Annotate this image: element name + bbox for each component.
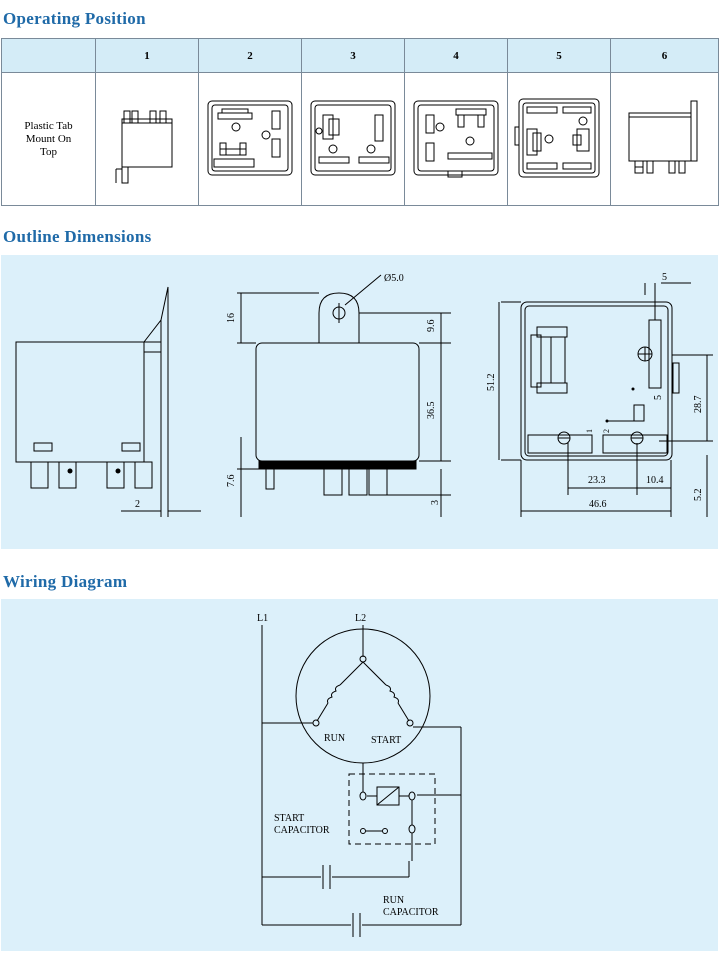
- column-header: 4: [404, 38, 508, 73]
- start-capacitor-label-line1: START: [274, 813, 304, 824]
- section-title-wiring-diagram: Wiring Diagram: [3, 572, 128, 591]
- wiring-l2-label: L2: [355, 613, 366, 624]
- column-header: 3: [301, 38, 405, 73]
- dim-5-2: 5.2: [693, 489, 704, 502]
- wiring-l1-label: L1: [257, 613, 268, 624]
- position-3-cell: [301, 72, 405, 206]
- dim-23-3: 23.3: [588, 475, 606, 486]
- position-6-cell: [610, 72, 719, 206]
- position-2-cell: [198, 72, 302, 206]
- position-5-cell: [507, 72, 611, 206]
- dim-tab-hole: Ø5.0: [384, 273, 404, 284]
- run-capacitor-label-line1: RUN: [383, 895, 404, 906]
- outline-dimensions-drawing: Ø5.0 16 9.6 36.5 7.6 3 2 51.2 5 5 28.7 2…: [15, 272, 713, 517]
- wiring-run-label: RUN: [324, 733, 345, 744]
- dim-28-7: 28.7: [693, 396, 704, 414]
- table-row: Plastic Tab Mount On Top: [1, 72, 719, 206]
- dim-10-4: 10.4: [646, 475, 664, 486]
- wiring-diagram-panel: L1 L2 RUN START START CAPACITOR RUN CAPA…: [1, 599, 718, 951]
- relay-position-2-drawing: [207, 100, 293, 175]
- dim-36-5: 36.5: [426, 402, 437, 420]
- pin-1-label: 1: [585, 429, 594, 433]
- position-4-cell: [404, 72, 508, 206]
- outline-dimensions-panel: Ø5.0 16 9.6 36.5 7.6 3 2 51.2 5 5 28.7 2…: [1, 255, 718, 549]
- operating-position-table: 1 2 3 4 5 6 Plastic Tab Mount On Top: [1, 38, 719, 206]
- row-label: Plastic Tab Mount On Top: [1, 72, 96, 206]
- row-label-line: Mount On: [25, 132, 72, 145]
- dim-3: 3: [430, 500, 441, 505]
- dim-5-side: 5: [653, 395, 664, 400]
- column-header: 2: [198, 38, 302, 73]
- relay-position-5-drawing: [514, 98, 600, 177]
- column-header: 1: [95, 38, 199, 73]
- dim-16: 16: [226, 313, 237, 323]
- section-title-operating-position: Operating Position: [3, 9, 146, 28]
- pin-2-label: 2: [602, 429, 611, 433]
- row-label-line: Plastic Tab: [24, 119, 73, 132]
- position-1-cell: [95, 72, 199, 206]
- relay-position-1-drawing: [115, 110, 173, 183]
- column-header: 5: [507, 38, 611, 73]
- dim-46-6: 46.6: [589, 499, 607, 510]
- wiring-diagram-drawing: L1 L2 RUN START START CAPACITOR RUN CAPA…: [257, 613, 462, 937]
- relay-position-4-drawing: [413, 100, 499, 177]
- dim-51-2: 51.2: [486, 374, 497, 392]
- run-capacitor-label-line2: CAPACITOR: [383, 907, 439, 918]
- dim-5-top: 5: [662, 272, 667, 283]
- relay-position-6-drawing: [628, 100, 697, 173]
- wiring-start-label: START: [371, 735, 401, 746]
- header-blank-cell: [1, 38, 96, 73]
- table-header-row: 1 2 3 4 5 6: [1, 38, 719, 73]
- dim-7-6: 7.6: [226, 475, 237, 488]
- dim-9-6: 9.6: [426, 320, 437, 333]
- column-header: 6: [610, 38, 719, 73]
- relay-position-3-drawing: [310, 100, 396, 175]
- row-label-line: Top: [40, 145, 57, 158]
- section-title-outline-dimensions: Outline Dimensions: [3, 227, 152, 246]
- dim-2: 2: [135, 499, 140, 510]
- start-capacitor-label-line2: CAPACITOR: [274, 825, 330, 836]
